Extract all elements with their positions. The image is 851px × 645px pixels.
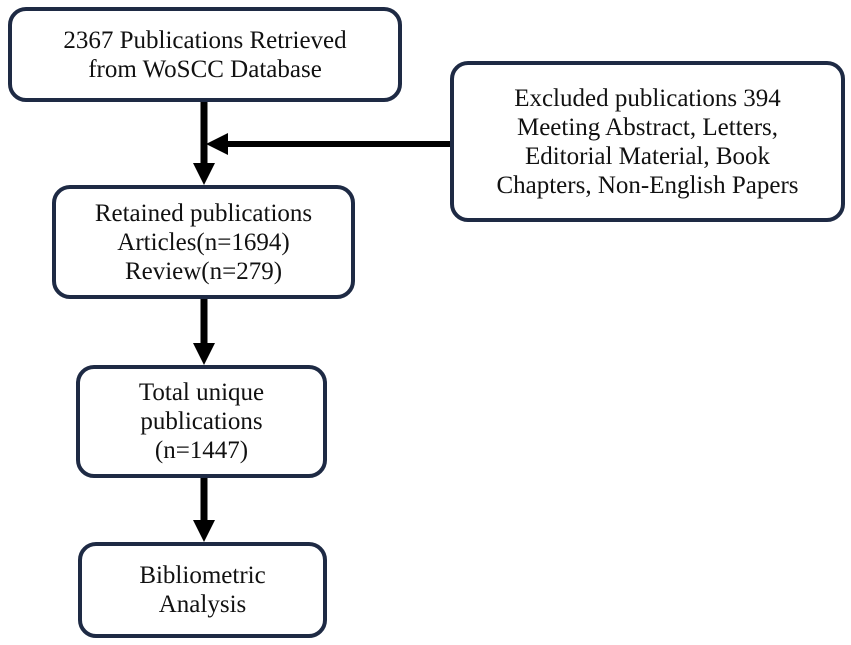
unique-line-2: publications [140, 408, 263, 435]
excluded-line-3: Editorial Material, Book [524, 142, 771, 170]
retrieved-publications-box: 2367 Publications Retrieved from WoSCC D… [8, 7, 402, 102]
retained-line-1: Retained publications [94, 199, 313, 227]
excluded-publications-box: Excluded publications 394 Meeting Abstra… [450, 61, 845, 222]
arrow-unique-to-analysis [193, 478, 215, 542]
retained-line-2: Articles(n=1694) [117, 228, 290, 256]
analysis-line-2: Analysis [158, 591, 247, 618]
excluded-line-2: Meeting Abstract, Letters, [516, 113, 779, 141]
arrow-retained-to-unique [193, 299, 215, 365]
analysis-line-1: Bibliometric [139, 562, 266, 589]
unique-publications-box: Total unique publications (n=1447) [76, 365, 327, 478]
bibliometric-analysis-box: Bibliometric Analysis [78, 542, 327, 638]
arrow-excluded [206, 133, 450, 155]
unique-line-3: (n=1447) [154, 437, 249, 464]
retained-line-3: Review(n=279) [124, 257, 283, 285]
arrow-retrieved-to-retained [193, 102, 215, 185]
retrieved-line-1: 2367 Publications Retrieved [63, 26, 347, 54]
unique-line-1: Total unique [138, 379, 265, 406]
excluded-line-4: Chapters, Non-English Papers [496, 171, 799, 199]
retained-publications-box: Retained publications Articles(n=1694) R… [52, 185, 355, 299]
retrieved-line-2: from WoSCC Database [88, 55, 322, 83]
excluded-line-1: Excluded publications 394 [514, 84, 781, 112]
